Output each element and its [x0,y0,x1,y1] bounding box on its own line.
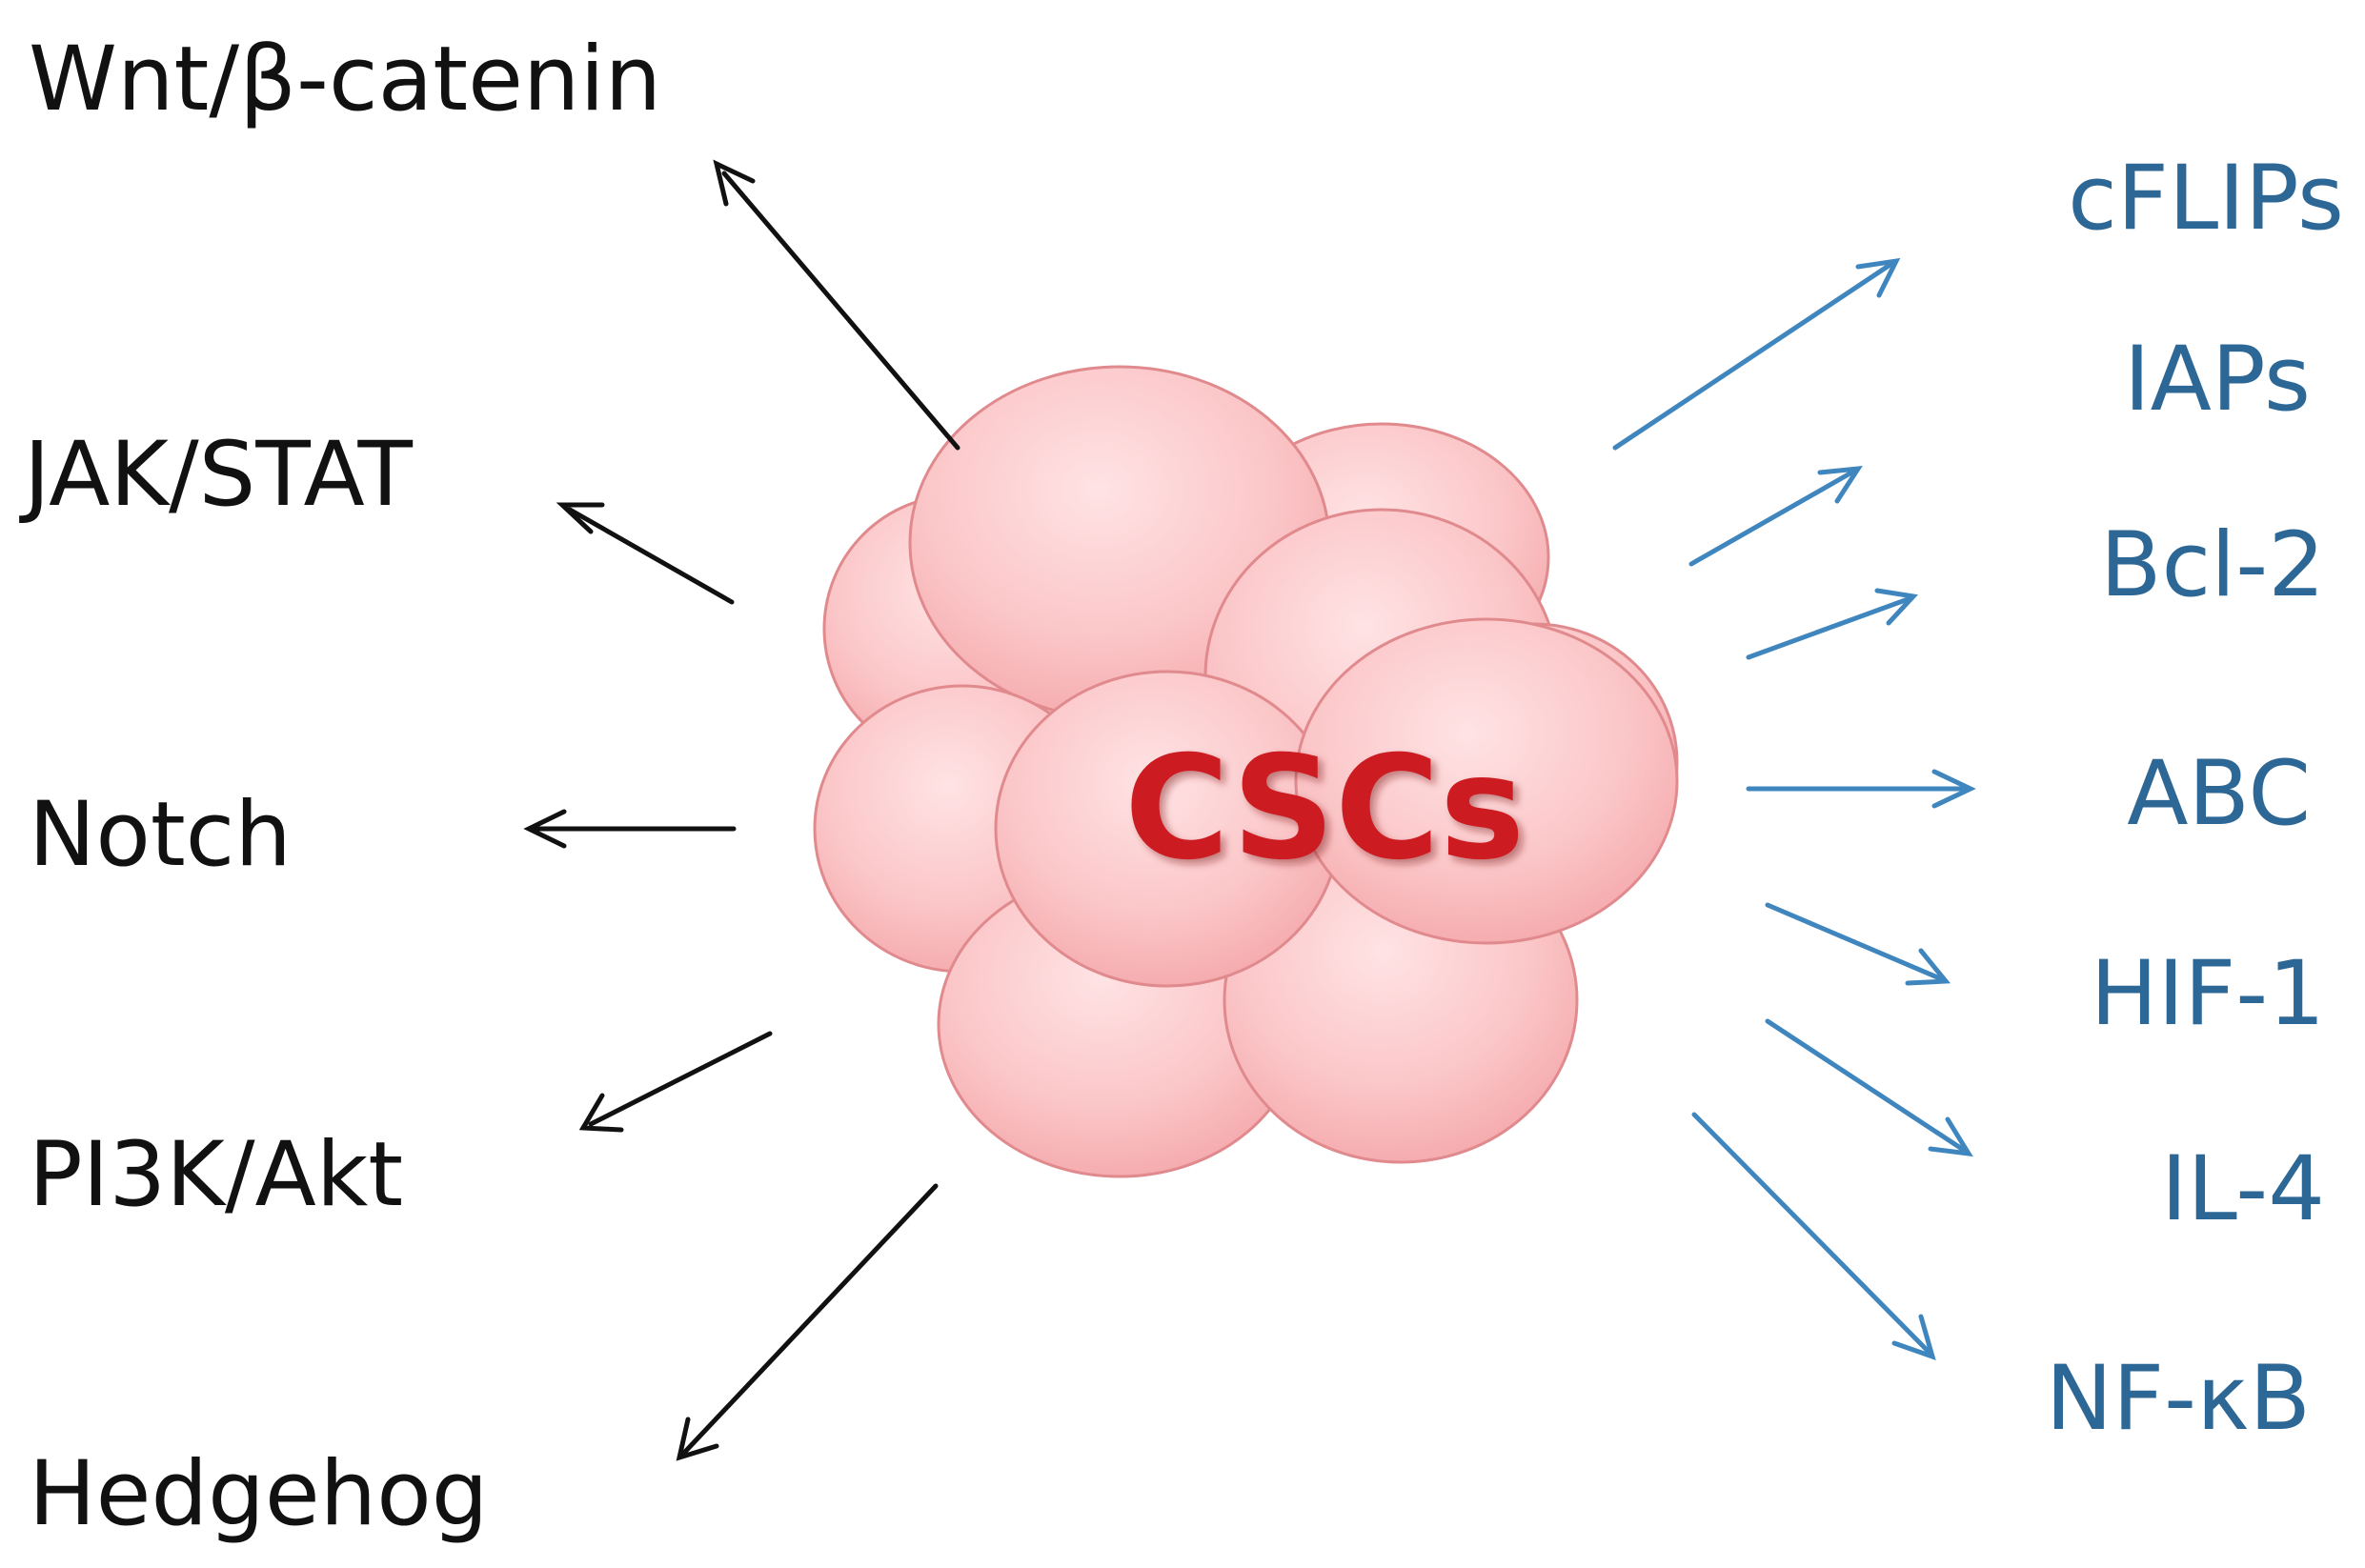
arrow-hedgehog [676,1183,939,1461]
arrow-cflips [1612,257,1901,451]
factor-label-abc: ABC [2127,742,2311,846]
pathway-label-wnt: Wnt/β-catenin [29,28,661,131]
arrow-abc [1746,769,1976,809]
factor-label-nf-kb: NF-κB [2046,1347,2311,1451]
arrow-wnt [713,159,960,451]
factor-label-il-4: IL-4 [2161,1137,2325,1241]
cell-cluster [813,365,1679,1178]
factor-label-bcl-2: Bcl-2 [2100,513,2325,617]
pathway-labels: Wnt/β-catenin JAK/STAT Notch PI3K/Akt He… [19,28,661,1546]
factor-label-cflips: cFLIPs [2068,147,2344,251]
arrow-bcl-2 [1746,588,1919,660]
factor-labels: cFLIPs IAPs Bcl-2 ABC HIF-1 IL-4 NF-κB [2046,147,2344,1451]
factor-arrows [1612,257,1976,1360]
pathway-label-notch: Notch [29,783,292,887]
factor-label-iaps: IAPs [2124,328,2311,432]
factor-label-hif-1: HIF-1 [2091,942,2325,1046]
pathway-arrows [523,159,960,1461]
arrow-jak-stat [556,502,735,605]
arrow-il-4 [1765,1018,1973,1157]
arrow-hif-1 [1765,902,1951,986]
arrow-notch [523,809,737,849]
arrow-iaps [1688,465,1863,567]
arrow-nf-kb [1691,1112,1936,1360]
pathway-label-jak-stat: JAK/STAT [19,423,413,527]
pathway-label-hedgehog: Hedgehog [29,1442,488,1546]
center-label: CSCs [1124,726,1525,892]
arrow-pi3k-akt [578,1031,773,1133]
cell [1294,617,1679,945]
pathway-label-pi3k-akt: PI3K/Akt [29,1123,403,1227]
